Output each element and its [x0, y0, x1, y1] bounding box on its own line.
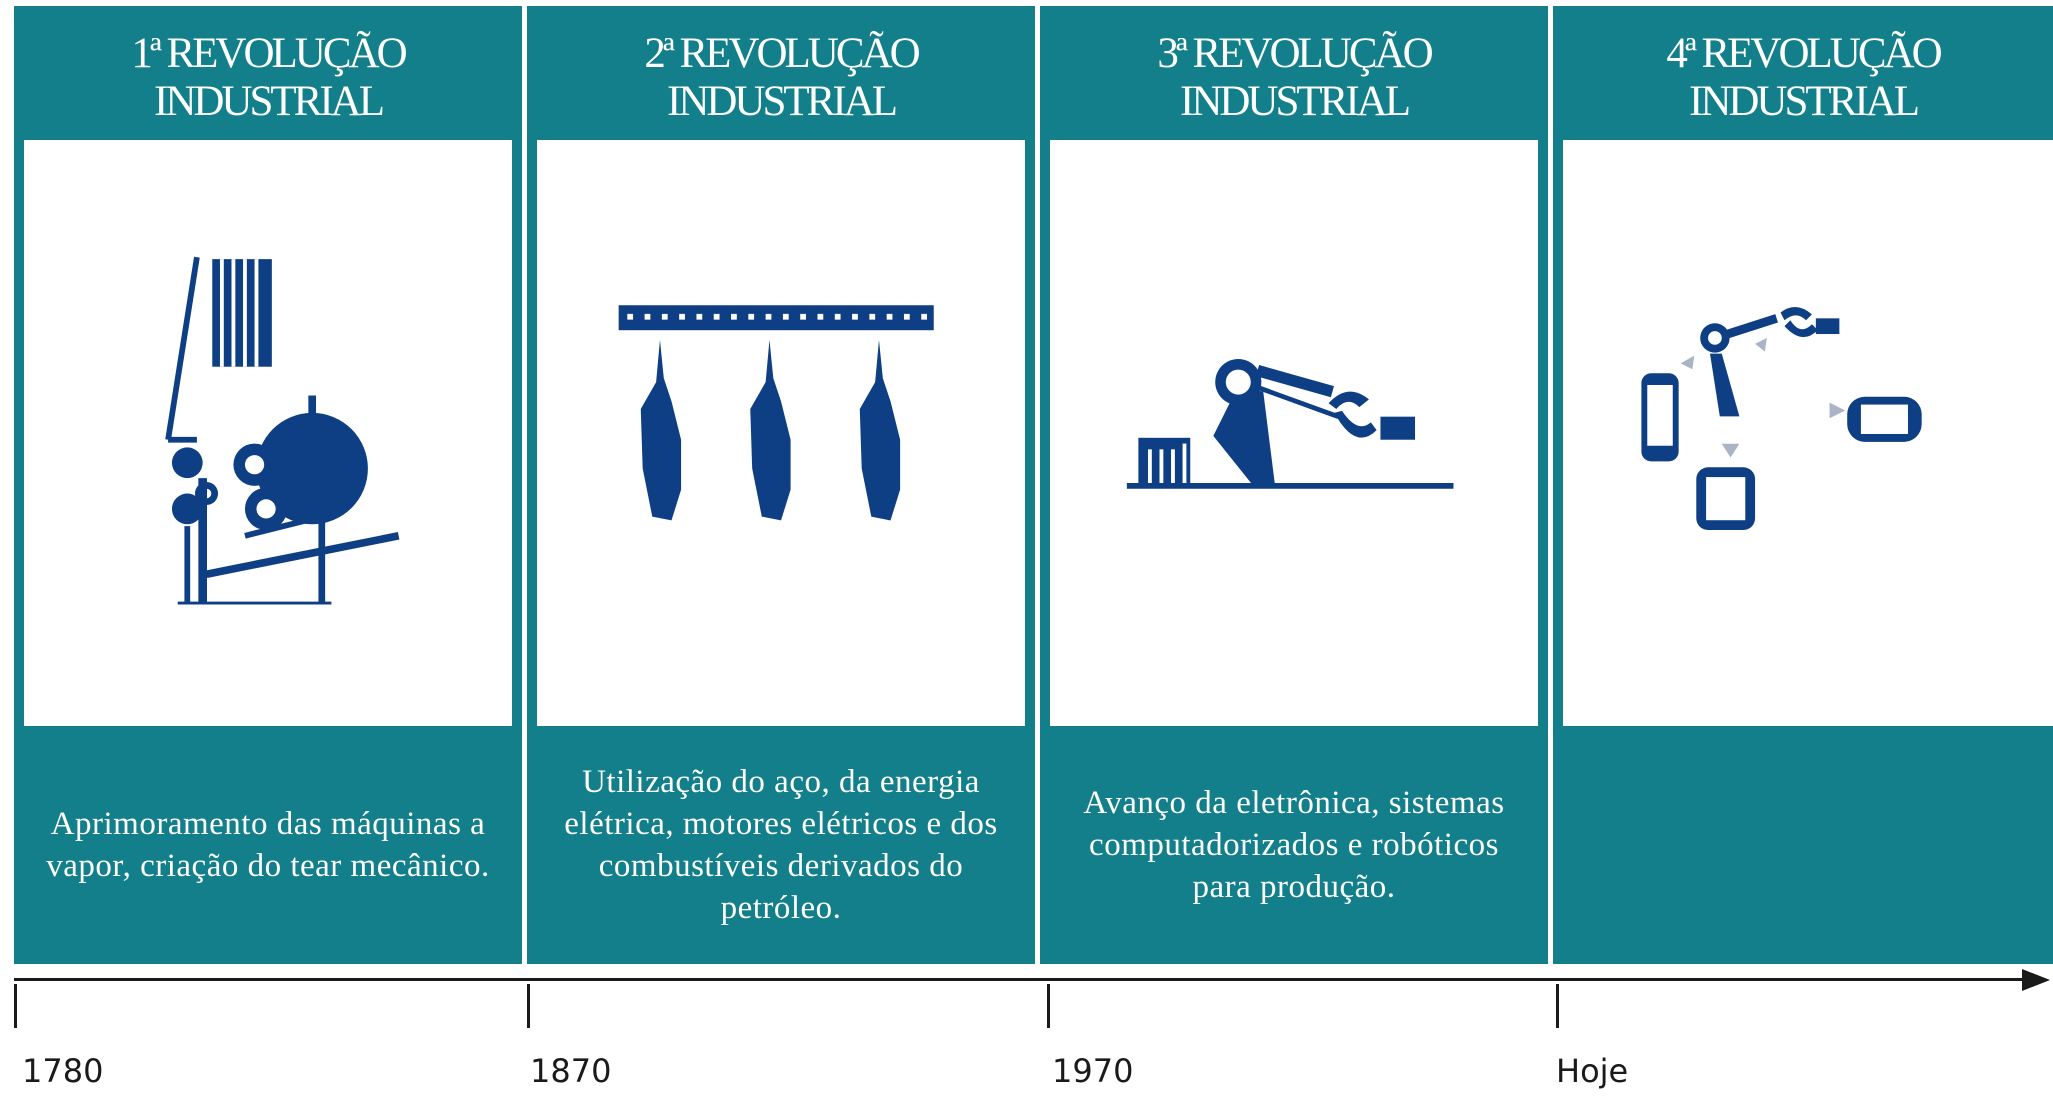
panel-description: Aprimoramento das máquinas a vapor, cria… [14, 726, 522, 964]
revolution-panel-3: 3ª REVOLUÇÃO INDUSTRIAL [1040, 6, 1548, 964]
panel-title: 4ª REVOLUÇÃO INDUSTRIAL [1553, 6, 2053, 140]
panel-description: Utilização do aço, da energia elétrica, … [527, 726, 1035, 964]
steam-loom-icon [165, 256, 400, 605]
timeline-label: 1870 [530, 1052, 612, 1090]
panel-description: Avanço da eletrônica, sistemas computado… [1040, 726, 1548, 964]
timeline-label: Hoje [1556, 1052, 1629, 1090]
timeline-tick [1047, 984, 1050, 1028]
panel-title: 3ª REVOLUÇÃO INDUSTRIAL [1040, 6, 1548, 140]
timeline-arrow-icon [2022, 969, 2050, 991]
revolution-panel-1: 1ª REVOLUÇÃO INDUSTRIAL [14, 6, 522, 964]
revolution-panel-2: 2ª REVOLUÇÃO INDUSTRIAL [527, 6, 1035, 964]
timeline-tick [1556, 984, 1559, 1028]
revolution-panel-4: 4ª REVOLUÇÃO INDUSTRIAL [1553, 6, 2053, 964]
assembly-line-icon [618, 305, 934, 521]
panel-description [1553, 726, 2053, 964]
panel-title: 2ª REVOLUÇÃO INDUSTRIAL [527, 6, 1035, 140]
timeline-tick [527, 984, 530, 1028]
timeline-tick [14, 984, 17, 1028]
robotic-arm-icon [1126, 359, 1454, 489]
timeline-axis [14, 978, 2026, 981]
timeline-label: 1970 [1052, 1052, 1134, 1090]
connected-devices-icon [1641, 307, 1922, 531]
panel-title: 1ª REVOLUÇÃO INDUSTRIAL [14, 6, 522, 140]
timeline-label: 1780 [22, 1052, 104, 1090]
